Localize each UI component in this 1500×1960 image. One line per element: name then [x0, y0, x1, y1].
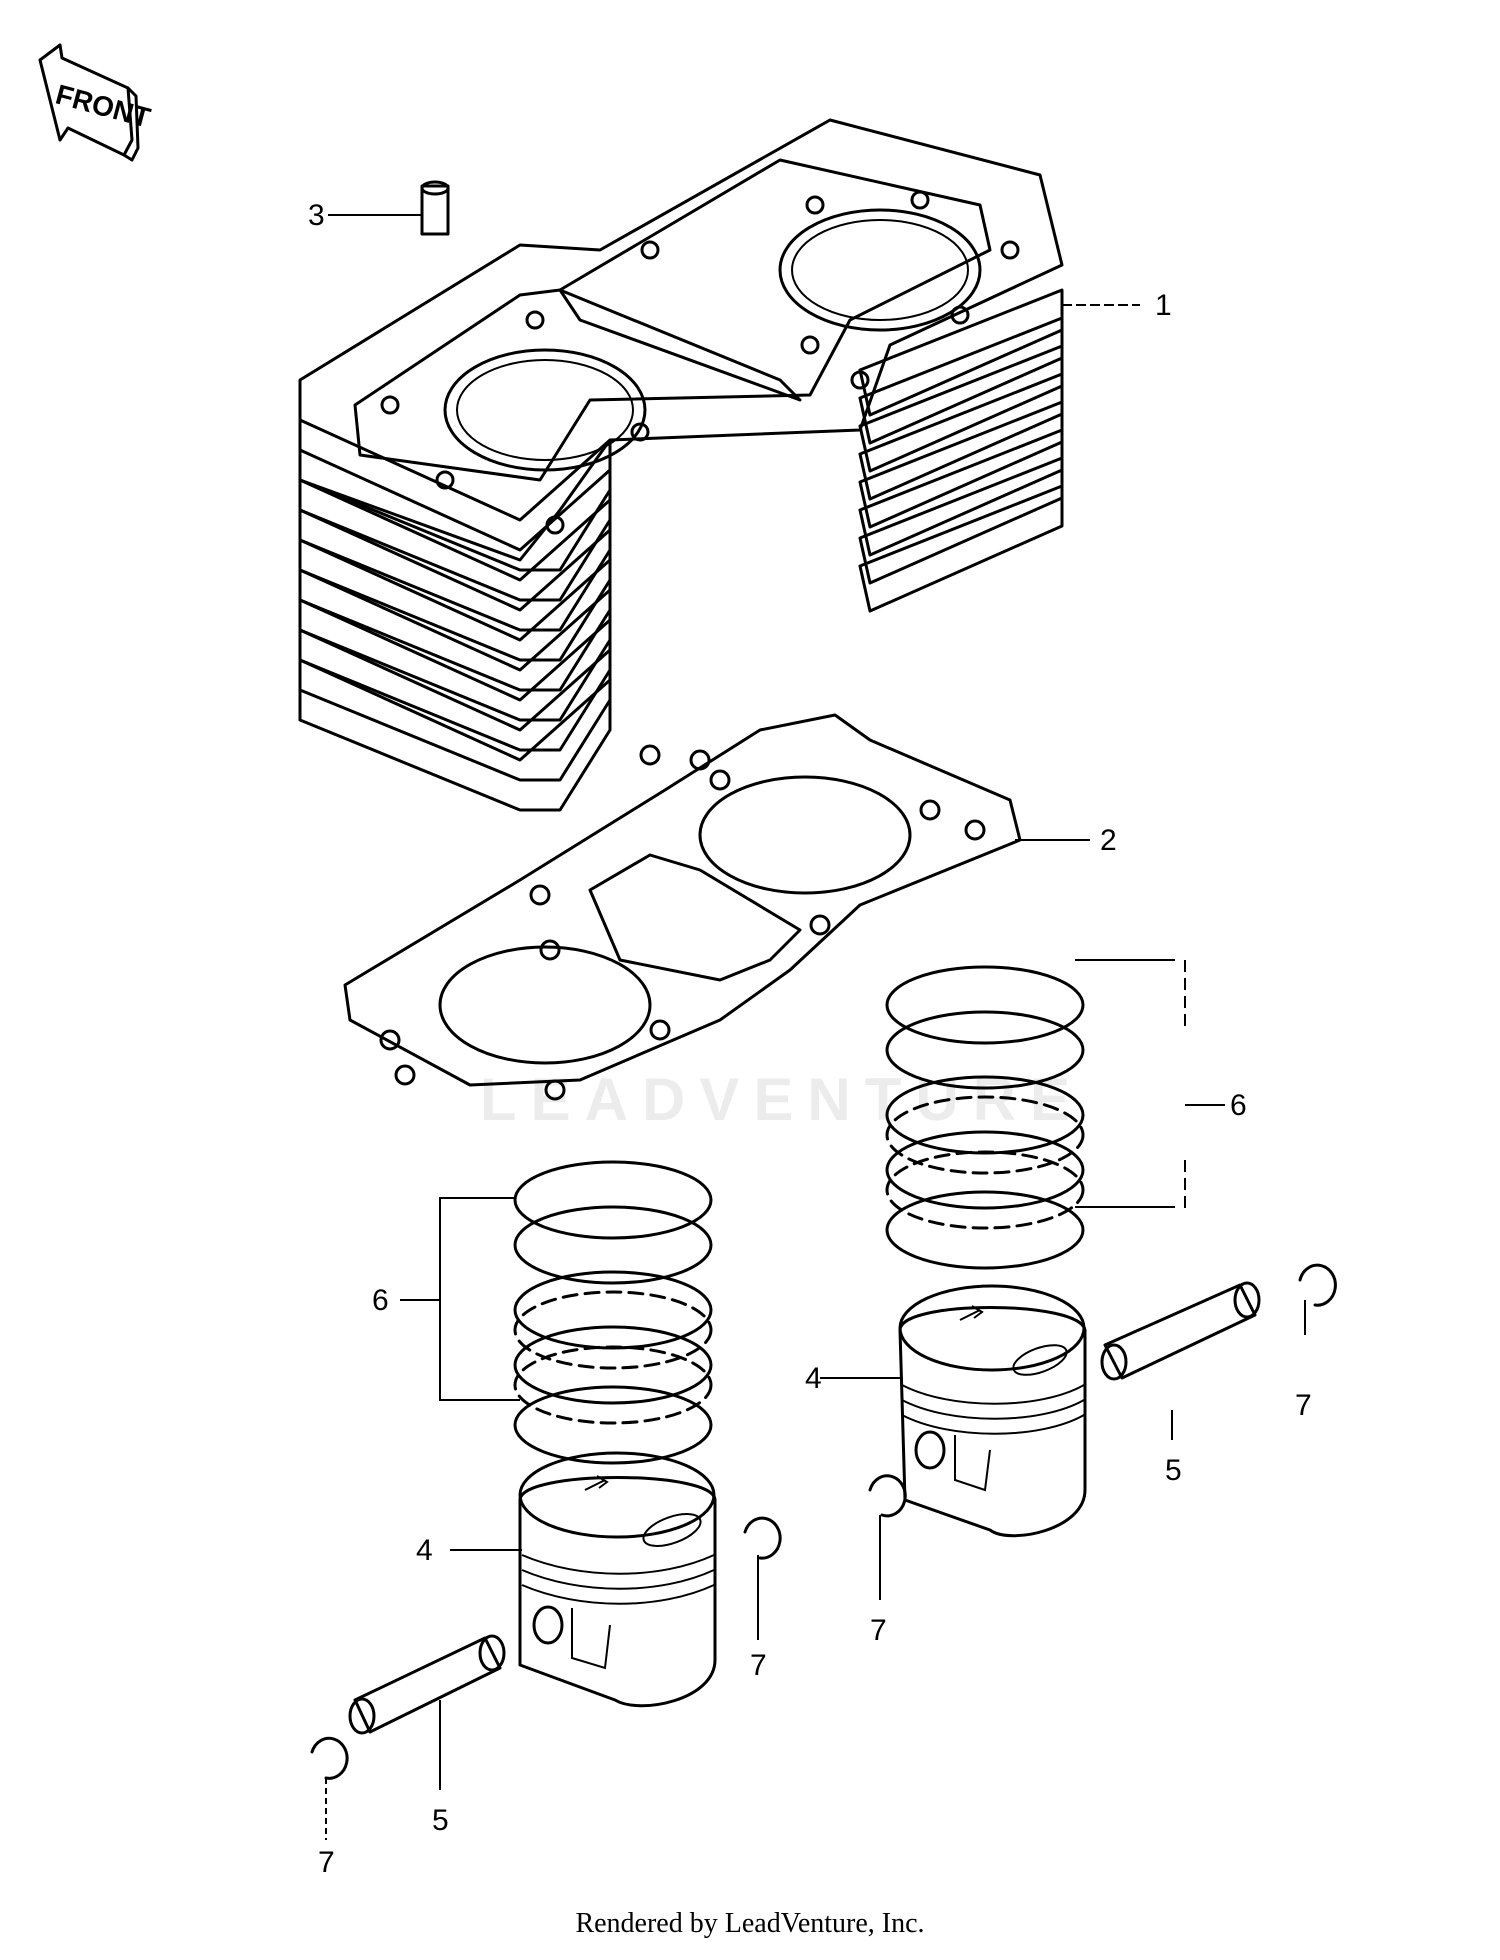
stud-hole: [800, 335, 820, 355]
piston-right: [898, 1284, 1087, 1538]
gasket-hole: [539, 939, 561, 961]
cooling-fin: [298, 508, 612, 662]
callout-piston-left: 4: [416, 1534, 433, 1567]
compression-ring: [885, 1010, 1085, 1090]
oil-ring-rail: [513, 1385, 713, 1465]
stud-hole: [630, 422, 650, 442]
circlip-c: [743, 1516, 782, 1560]
callouts: 1 2 3 6 6 4 4 5 5 7 7 7 7: [308, 199, 1312, 1879]
cooling-fin: [858, 316, 1064, 445]
piston-pin-right: [1100, 1281, 1261, 1381]
cooling-fin: [298, 478, 612, 632]
stud-hole: [910, 190, 930, 210]
gasket-hole: [689, 749, 711, 771]
callout-circlip-c: 7: [750, 1649, 767, 1682]
circlip-b: [868, 1474, 907, 1518]
leader-lines: [325, 214, 1306, 1840]
gasket-hole: [649, 1019, 671, 1041]
gasket-hole: [639, 744, 661, 766]
cooling-fin: [298, 418, 612, 572]
piston-ring-set-left: [513, 1160, 713, 1465]
callout-cylinder: 1: [1155, 289, 1172, 322]
compression-ring: [513, 1160, 713, 1240]
gasket-hole: [529, 884, 551, 906]
cooling-fin: [298, 538, 612, 692]
gasket-hole: [394, 1064, 416, 1086]
cooling-fin: [858, 428, 1064, 557]
callout-dowel-pin: 3: [308, 199, 325, 232]
front-arrow-icon: FRONT: [38, 43, 154, 162]
gasket-hole: [919, 799, 941, 821]
oil-ring-expander: [513, 1345, 713, 1425]
cooling-fin: [858, 400, 1064, 529]
compression-ring: [513, 1205, 713, 1285]
callout-ring-set-left: 6: [372, 1284, 389, 1317]
cooling-fin: [858, 484, 1064, 613]
oil-ring-rail: [885, 1130, 1085, 1210]
callout-circlip-a: 7: [1295, 1389, 1312, 1422]
stud-hole: [545, 515, 565, 535]
cooling-fin: [298, 628, 612, 782]
callout-piston-pin-right: 5: [1165, 1454, 1182, 1487]
stud-hole: [805, 195, 825, 215]
callout-ring-set-right: 6: [1230, 1089, 1247, 1122]
cooling-fin: [858, 344, 1064, 473]
gasket-hole: [379, 1029, 401, 1051]
dowel-pin: [420, 180, 450, 236]
stud-hole: [640, 240, 660, 260]
cooling-fin: [858, 288, 1064, 417]
circlip-a: [1298, 1263, 1337, 1307]
oil-ring-expander: [885, 1150, 1085, 1230]
stud-hole: [1000, 240, 1020, 260]
stud-hole: [950, 305, 970, 325]
cooling-fin: [858, 456, 1064, 585]
stud-hole: [850, 370, 870, 390]
cooling-fin: [858, 372, 1064, 501]
cooling-fin: [298, 598, 612, 752]
callout-circlip-d: 7: [318, 1846, 335, 1879]
cylinder-block: [298, 118, 1064, 812]
stud-hole: [525, 310, 545, 330]
callout-base-gasket: 2: [1100, 824, 1117, 857]
oil-ring-rail: [885, 1190, 1085, 1270]
circlip-d: [310, 1736, 349, 1780]
base-gasket: [343, 713, 1022, 1101]
piston-pin-left: [348, 1634, 506, 1735]
footer-credit: Rendered by LeadVenture, Inc.: [575, 1908, 925, 1939]
stud-hole: [380, 395, 400, 415]
cooling-fin: [298, 658, 612, 812]
callout-piston-pin-left: 5: [432, 1804, 449, 1837]
front-label: FRONT: [52, 79, 153, 134]
gasket-hole: [964, 819, 986, 841]
gasket-hole: [809, 914, 831, 936]
stud-hole: [435, 470, 455, 490]
gasket-hole: [709, 769, 731, 791]
cooling-fin: [298, 568, 612, 722]
oil-ring-expander: [885, 1095, 1085, 1175]
oil-ring-expander: [513, 1290, 713, 1370]
piston-left: [518, 1451, 717, 1708]
cooling-fin: [298, 448, 612, 602]
callout-piston-right: 4: [805, 1362, 822, 1395]
callout-circlip-b: 7: [870, 1614, 887, 1647]
piston-ring-set-right: [885, 965, 1085, 1270]
oil-ring-rail: [513, 1325, 713, 1405]
compression-ring: [885, 965, 1085, 1045]
gasket-hole: [544, 1079, 566, 1101]
